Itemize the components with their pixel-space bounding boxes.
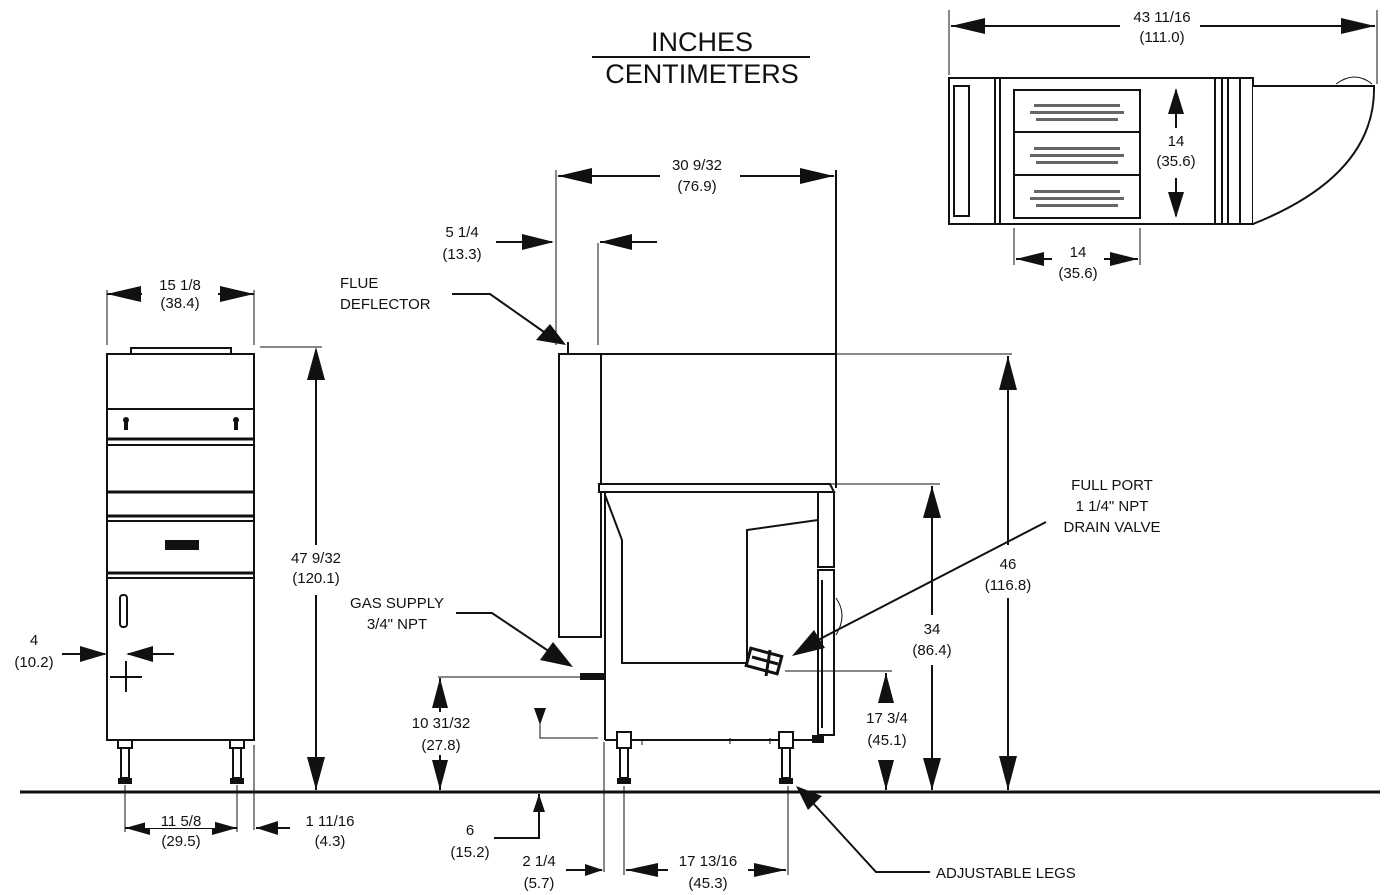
- top-view: [948, 76, 1376, 225]
- control-knob-icon: [123, 417, 129, 430]
- dim-fry-area-depth: 14 (35.6): [1156, 88, 1196, 218]
- dimension-label: 1 1/4" NPT: [1076, 498, 1149, 515]
- dim-top-overall: 43 11/16 (111.0): [948, 9, 1378, 84]
- burner-tubes: [1030, 104, 1124, 207]
- dimension-label: 14: [1168, 133, 1185, 150]
- callout-flue-deflector: FLUE DEFLECTOR: [340, 275, 566, 345]
- dim-gas-height: 10 31/32 (27.8): [412, 676, 582, 790]
- dim-drain-height: 17 3/4 (45.1): [785, 670, 908, 790]
- frypot-lip: [598, 483, 836, 493]
- dimension-label: (4.3): [315, 833, 346, 850]
- dim-side-depth: 30 9/32 (76.9): [555, 157, 834, 345]
- callout-gas-supply: GAS SUPPLY 3/4" NPT: [350, 595, 573, 667]
- control-knob-icon: [233, 417, 239, 430]
- dimension-label: (38.4): [160, 295, 199, 312]
- flue-deflector-panel: [558, 353, 602, 638]
- units-centimeters: CENTIMETERS: [605, 59, 799, 89]
- dim-work-height: 34 (86.4): [830, 483, 952, 790]
- dimension-label: 6: [466, 822, 474, 839]
- dimension-label: (29.5): [161, 833, 200, 850]
- dimension-label: 15 1/8: [159, 277, 201, 294]
- dimension-label: 11 5/8: [161, 813, 202, 830]
- dimension-label: (86.4): [912, 642, 951, 659]
- dimension-label: 43 11/16: [1133, 9, 1190, 26]
- gas-pipe-icon: [580, 673, 606, 680]
- units-label: INCHES CENTIMETERS: [592, 27, 810, 89]
- dimension-label: 46: [1000, 556, 1017, 573]
- dimension-label: 10 31/32: [412, 715, 470, 732]
- dim-front-width: 15 1/8 (38.4): [106, 277, 255, 345]
- nameplate-icon: [165, 540, 199, 550]
- dimension-label: 2 1/4: [522, 853, 555, 870]
- side-leg-front: [616, 731, 632, 784]
- rear-panel-upper: [817, 491, 835, 568]
- dimension-label: (111.0): [1139, 29, 1184, 46]
- dimension-label: 30 9/32: [672, 157, 722, 174]
- dimension-label: (5.7): [524, 875, 555, 892]
- dimension-label: (116.8): [985, 577, 1031, 594]
- dimension-label: (76.9): [677, 178, 716, 195]
- front-leg-left: [117, 739, 133, 784]
- callout-adjustable-legs: ADJUSTABLE LEGS: [796, 786, 1076, 882]
- dim-fry-area-width: 14 (35.6): [1013, 228, 1141, 282]
- dimension-label: ADJUSTABLE LEGS: [936, 865, 1076, 882]
- dimension-label: (10.2): [14, 654, 53, 671]
- door-handle-icon: [119, 594, 128, 628]
- callout-drain-valve: FULL PORT 1 1/4" NPT DRAIN VALVE: [792, 477, 1160, 656]
- front-leg-right: [229, 739, 245, 784]
- rear-panel-lower: [817, 569, 835, 736]
- dimension-label: 17 3/4: [866, 710, 908, 727]
- dim-leg-spacing-side: 17 13/16 (45.3): [623, 786, 789, 892]
- dim-leg-inset-front: 1 11/16 (4.3): [253, 745, 355, 850]
- dimension-label: GAS SUPPLY: [350, 595, 444, 612]
- door-swing-arc: [1252, 85, 1376, 225]
- dimension-label: FULL PORT: [1071, 477, 1153, 494]
- front-view: [106, 347, 255, 784]
- dim-gas-side-offset: 4 (10.2): [14, 632, 174, 671]
- side-leg-rear: [778, 731, 794, 784]
- dim-overall-height: 46 (116.8): [836, 353, 1031, 790]
- dimension-label: (15.2): [450, 844, 489, 861]
- dimension-label: 47 9/32: [291, 550, 341, 567]
- dimension-label: DEFLECTOR: [340, 296, 431, 313]
- dim-gas-drop: 6 (15.2): [450, 708, 598, 861]
- dimension-label: 17 13/16: [679, 853, 737, 870]
- dimension-label: DRAIN VALVE: [1064, 519, 1161, 536]
- dimension-label: 5 1/4: [445, 224, 478, 241]
- dimension-label: (45.3): [688, 875, 727, 892]
- dimension-label: (45.1): [867, 732, 906, 749]
- dimension-label: (35.6): [1156, 153, 1195, 170]
- dim-front-height: 47 9/32 (120.1): [260, 346, 341, 790]
- dimension-label: (35.6): [1058, 265, 1097, 282]
- units-inches: INCHES: [651, 27, 753, 57]
- dimension-label: (27.8): [421, 737, 460, 754]
- dim-flue-depth: 5 1/4 (13.3): [442, 224, 657, 345]
- dimension-label: 1 11/16: [306, 813, 355, 830]
- dimension-label: FLUE: [340, 275, 378, 292]
- dimension-label: (13.3): [442, 246, 481, 263]
- drain-valve-icon: [744, 646, 784, 677]
- dim-rear-leg-offset: 2 1/4 (5.7): [522, 742, 605, 892]
- dimension-label: 34: [924, 621, 941, 638]
- dimension-label: (120.1): [292, 570, 340, 587]
- dim-leg-spacing-front: 11 5/8 (29.5): [124, 785, 238, 850]
- side-view: [558, 170, 843, 784]
- dimension-label: 3/4" NPT: [367, 616, 427, 633]
- dimension-label: 4: [30, 632, 38, 649]
- dimension-label: 14: [1070, 244, 1087, 261]
